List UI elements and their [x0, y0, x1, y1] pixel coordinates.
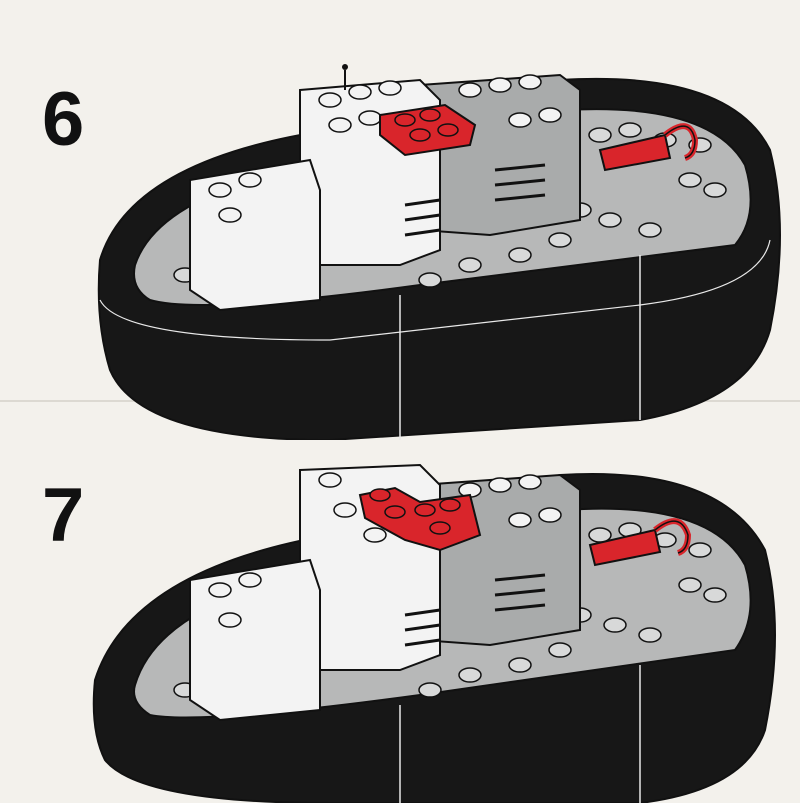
boat-step-7-illustration	[92, 463, 776, 803]
step-number-6: 6	[42, 77, 85, 162]
step-number-7: 7	[42, 473, 85, 558]
boat-step-6-illustration	[97, 64, 781, 440]
